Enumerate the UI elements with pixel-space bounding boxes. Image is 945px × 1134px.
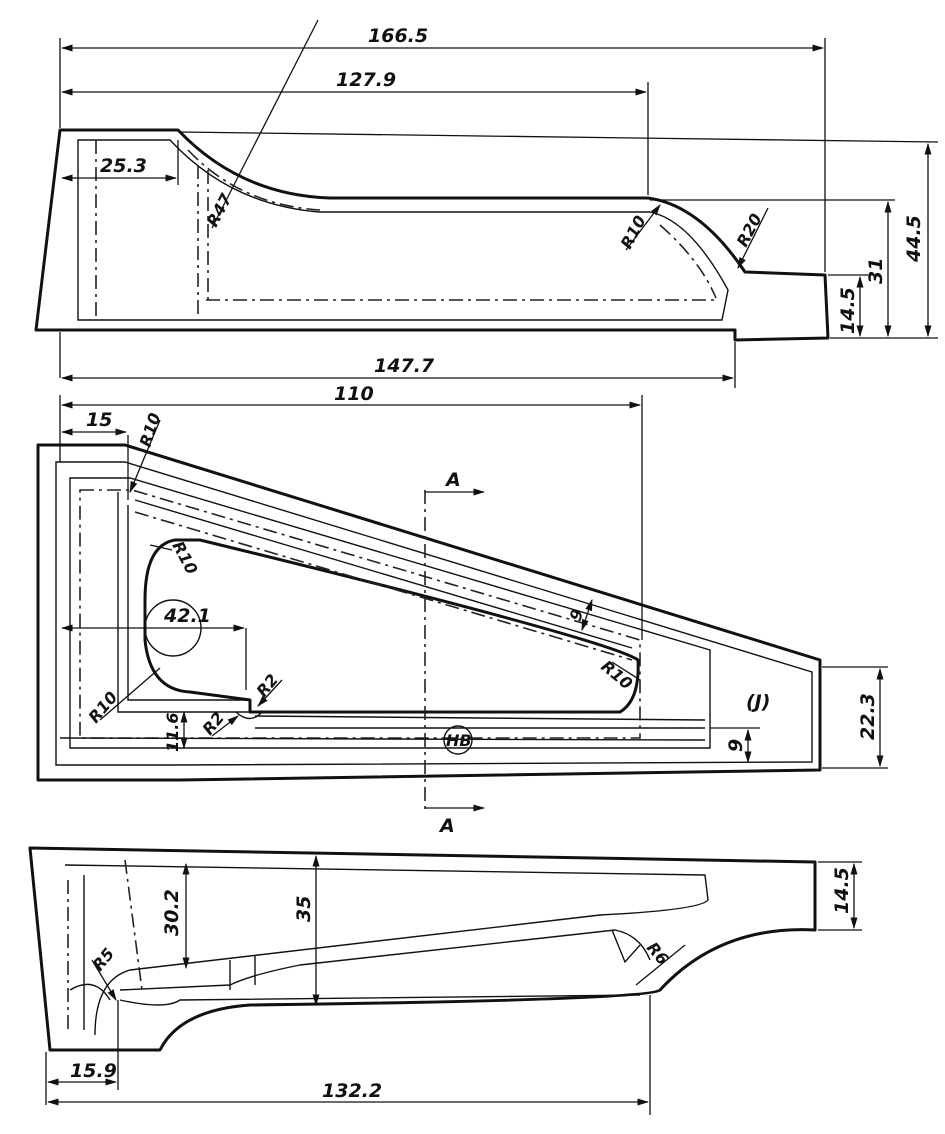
- dim-110-label: 110: [334, 383, 374, 405]
- r20-leader: [737, 207, 769, 270]
- dim-132-2-label: 132.2: [322, 1080, 382, 1102]
- dim-127-9-label: 127.9: [336, 69, 396, 91]
- r10-top-label: R10: [617, 212, 650, 251]
- dim-15-label: 15: [86, 409, 112, 431]
- dim-42-1-label: 42.1: [163, 605, 211, 627]
- dim-9-diag: [581, 598, 593, 632]
- r2-b-label: R2: [199, 708, 229, 738]
- r6-label: R6: [643, 938, 673, 968]
- r47-leader: [211, 19, 319, 229]
- side-inner-bottom: [119, 929, 651, 991]
- top-view: 166.5 127.9 25.3 147.7 44.5 31 14.5 R47 …: [34, 19, 939, 388]
- plan-view: A A HB (J) 110 15 42.1 9 22.3 9 11.6: [36, 383, 888, 837]
- top-hidden-curve: [659, 224, 717, 299]
- side-outer-outline: [28, 846, 817, 1052]
- r5-label: R5: [89, 944, 119, 974]
- r10-d-label: R10: [597, 657, 636, 694]
- top-outer-outline: [34, 128, 830, 342]
- r10-top-leader: [625, 204, 661, 251]
- section-label-bottom: A: [438, 815, 455, 837]
- hb-mark-circle: [443, 725, 473, 755]
- dim-31-label: 31: [865, 258, 887, 284]
- dim-14-5-side-label: 14.5: [831, 867, 853, 914]
- top-inner-pocket: [77, 139, 729, 321]
- dim-9-bottom-label: 9: [725, 739, 747, 752]
- dim-9-diag-label: 9: [566, 607, 588, 623]
- plan-inner-cavity: [143, 538, 640, 714]
- dim-147-7-label: 147.7: [374, 355, 435, 377]
- plan-inner-rim-2: [79, 489, 641, 739]
- hb-mark: HB: [446, 731, 472, 750]
- dim-22-3-label: 22.3: [857, 693, 879, 740]
- dim-30-2-label: 30.2: [161, 889, 183, 936]
- dim-11-6-label: 11.6: [163, 713, 182, 752]
- plan-cavity-rib: [127, 504, 250, 701]
- r20-label: R20: [733, 210, 766, 249]
- dim-44-5-label: 44.5: [903, 215, 925, 263]
- r10-b-label: R10: [168, 538, 201, 577]
- plan-cavity-rib-2: [117, 492, 255, 713]
- dim-15-9-label: 15.9: [70, 1060, 117, 1082]
- dim-35-label: 35: [293, 896, 315, 922]
- r10-c-label: R10: [85, 688, 122, 727]
- side-lower-curve: [119, 994, 641, 1006]
- top-hidden-curve: [187, 149, 321, 211]
- section-label-top: A: [444, 469, 461, 491]
- plan-outer-outline: [36, 443, 822, 782]
- plan-outer-rim: [55, 461, 813, 766]
- r2-a-label: R2: [253, 670, 283, 700]
- j-mark: (J): [746, 691, 770, 713]
- dim-25-3-label: 25.3: [100, 155, 147, 177]
- side-view: 30.2 35 14.5 R5 R6 15.9 132.2: [28, 846, 862, 1115]
- dim-166-5-label: 166.5: [368, 25, 428, 47]
- side-inner-outline: [64, 864, 709, 1036]
- dim-14-5-top-label: 14.5: [837, 287, 859, 334]
- r47-label: R47: [203, 190, 236, 230]
- r10-a-label: R10: [136, 410, 165, 449]
- plan-inner-rim-1: [69, 477, 711, 749]
